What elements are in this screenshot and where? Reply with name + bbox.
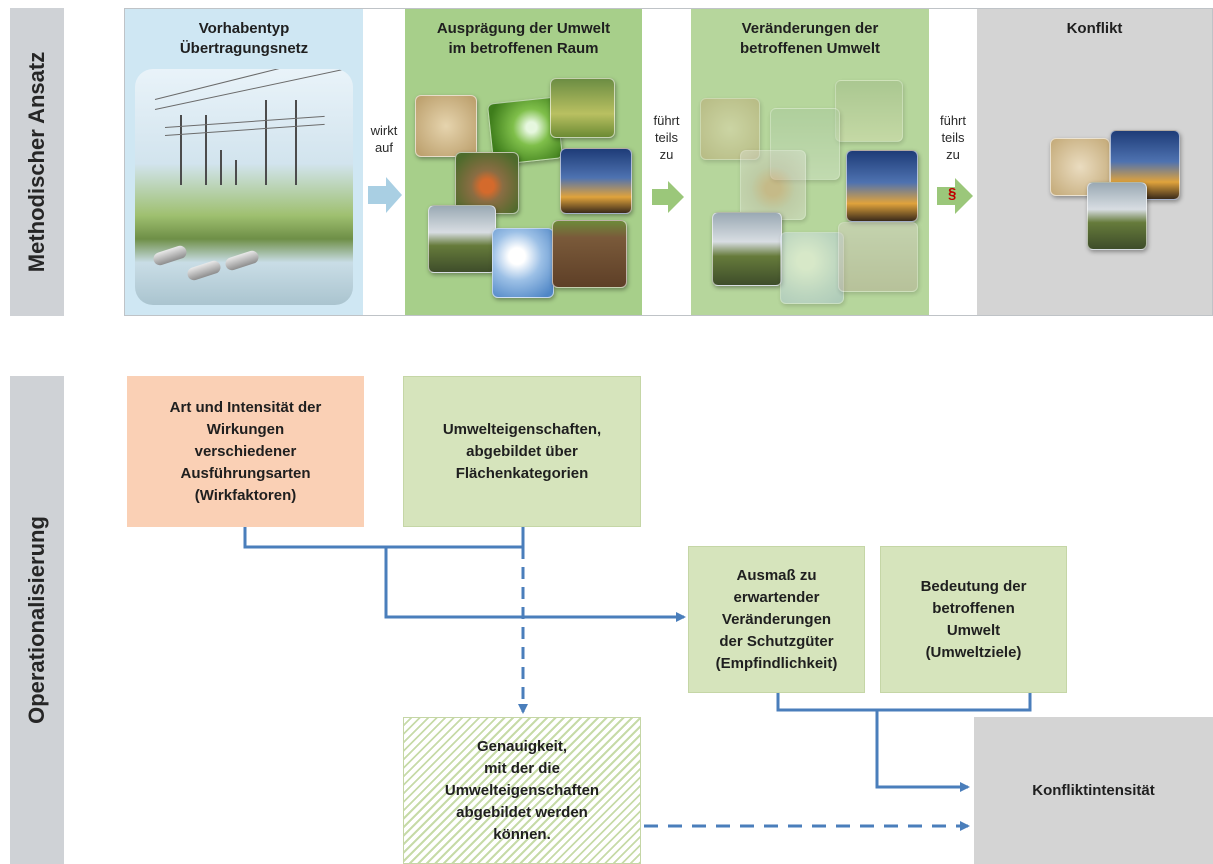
connector-label: wirkt auf (363, 122, 405, 156)
pylon-icon (220, 150, 222, 185)
panel-title: Ausprägung der Umwelt im betroffenen Rau… (437, 19, 610, 59)
box-line: können. (493, 825, 551, 843)
box-line: Bedeutung der (920, 577, 1027, 595)
pylon-icon (235, 160, 237, 185)
box-line: Ausmaß zu (736, 566, 817, 584)
box-line: Veränderungen (721, 610, 832, 628)
box-text: Art und Intensität der Wirkungen verschi… (170, 397, 322, 507)
paragraph-symbol: § (948, 185, 957, 202)
moor-landscape-icon (1087, 182, 1147, 250)
connector-text: teils (941, 130, 965, 145)
connector-label: führt teils zu (929, 112, 977, 163)
box-line: erwartender (733, 588, 820, 606)
box-line: Umwelteigenschaften (444, 781, 600, 799)
panel-title-line: betroffenen Umwelt (739, 40, 880, 57)
soil-icon (838, 222, 918, 292)
connector-line (384, 547, 686, 622)
sidebar-operationalisierung: Operationalisierung (10, 376, 64, 864)
cathedral-icon (846, 150, 918, 222)
connector-text: zu (946, 147, 960, 162)
sidebar-label: Methodischer Ansatz (24, 51, 50, 273)
pylon-icon (205, 115, 207, 185)
meadow-icon (550, 78, 615, 138)
box-line: abgebildet über (466, 442, 578, 460)
pipe-icon (223, 249, 261, 272)
box-line: Umwelt (946, 621, 1001, 639)
connector-text: zu (659, 147, 674, 162)
pylon-icon (180, 115, 182, 185)
box-text: Ausmaß zu erwartender Veränderungen der … (716, 565, 838, 675)
box-line: Ausführungsarten (180, 464, 311, 482)
meadow-icon (835, 80, 903, 142)
panel-title-line: Übertragungsnetz (179, 40, 309, 57)
box-text: Umwelteigenschaften, abgebildet über Flä… (443, 419, 601, 485)
panel-title-line: im betroffenen Raum (448, 40, 599, 57)
box-line: (Umweltziele) (925, 643, 1022, 661)
box-line: verschiedener (194, 442, 297, 460)
clouds-icon (492, 228, 554, 298)
box-line: Konfliktintensität (1032, 781, 1155, 799)
box-ausmass: Ausmaß zu erwartender Veränderungen der … (688, 546, 865, 693)
box-line: abgebildet werden (456, 803, 588, 821)
sidebar-methodischer-ansatz: Methodischer Ansatz (10, 8, 64, 316)
panel-title-line: Veränderungen der (741, 20, 879, 37)
box-konfliktintensitaet: Konfliktintensität (974, 717, 1213, 864)
box-umwelteigenschaften: Umwelteigenschaften, abgebildet über Flä… (403, 376, 641, 527)
robin-bird-icon (740, 150, 806, 220)
arrow-right-icon (652, 181, 684, 213)
box-line: betroffenen (932, 599, 1015, 617)
box-line: (Empfindlichkeit) (715, 654, 838, 672)
pipe-icon (151, 244, 189, 267)
water-drop-icon (770, 108, 840, 180)
arrow-right-icon (937, 178, 973, 214)
box-line: mit der die (484, 759, 560, 777)
panel-title: Vorhabentyp Übertragungsnetz (180, 19, 308, 59)
moor-landscape-icon (428, 205, 496, 273)
panel-title-line: Ausprägung der Umwelt (436, 20, 611, 37)
vitruvian-man-icon (700, 98, 760, 160)
connector-line (243, 527, 525, 549)
box-line: Genauigkeit, (476, 737, 568, 755)
box-bedeutung: Bedeutung der betroffenen Umwelt (Umwelt… (880, 546, 1067, 693)
connector-text: wirkt (370, 123, 398, 138)
cathedral-icon (560, 148, 632, 214)
connector-line (776, 693, 1032, 712)
pipe-icon (185, 259, 223, 282)
moor-landscape-icon (712, 212, 782, 286)
panel-title: Veränderungen der betroffenen Umwelt (740, 19, 880, 59)
connector-text: führt (653, 113, 680, 128)
box-text: Genauigkeit, mit der die Umwelteigenscha… (445, 736, 599, 846)
soil-icon (552, 220, 627, 288)
transmission-grid-image (135, 69, 353, 305)
panel-title-line: Vorhabentyp (198, 20, 290, 37)
box-line: (Wirkfaktoren) (194, 486, 297, 504)
clouds-icon (780, 232, 844, 304)
box-line: der Schutzgüter (719, 632, 834, 650)
connector-text: teils (654, 130, 679, 145)
connector-text: führt (939, 113, 966, 128)
arrow-right-icon (368, 177, 402, 213)
panel-title: Konflikt (1066, 20, 1123, 37)
box-genauigkeit: Genauigkeit, mit der die Umwelteigenscha… (403, 717, 641, 864)
connector-text: auf (374, 140, 394, 155)
robin-bird-icon (455, 152, 519, 214)
connector-line (875, 710, 970, 792)
box-line: Art und Intensität der (169, 398, 322, 416)
box-line: Flächenkategorien (455, 464, 589, 482)
vitruvian-man-icon (415, 95, 477, 157)
box-text: Bedeutung der betroffenen Umwelt (Umwelt… (921, 576, 1027, 664)
pylon-icon (265, 100, 267, 185)
box-wirkfaktoren: Art und Intensität der Wirkungen verschi… (127, 376, 364, 527)
pylon-icon (295, 100, 297, 185)
box-line: Umwelteigenschaften, (442, 420, 602, 438)
sidebar-label: Operationalisierung (24, 516, 50, 724)
connector-label: führt teils zu (642, 112, 691, 163)
box-line: Wirkungen (206, 420, 285, 438)
panel-vorhabentyp: Vorhabentyp Übertragungsnetz (125, 9, 363, 315)
